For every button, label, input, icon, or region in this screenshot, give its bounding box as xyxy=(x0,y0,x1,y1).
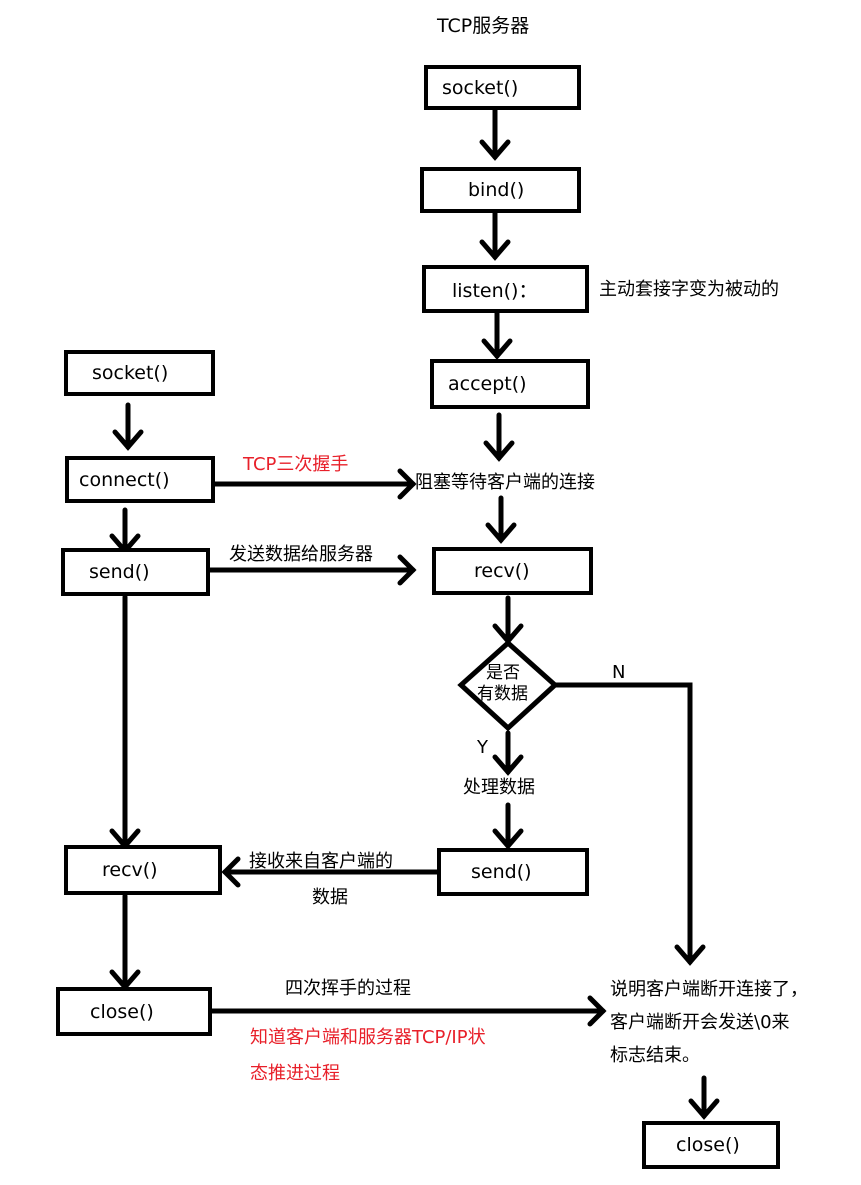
arrow-handshake xyxy=(211,468,417,500)
arrow-connect-to-send xyxy=(109,507,141,555)
receive-data-line1: 接收来自客户端的 xyxy=(249,851,393,872)
arrow-wait-to-recv xyxy=(485,495,517,544)
server-socket-label: socket() xyxy=(442,76,519,99)
client-recv-label: recv() xyxy=(102,859,158,881)
state-note-line2: 态推进过程 xyxy=(250,1063,340,1084)
client-connect-label: connect() xyxy=(79,468,170,491)
decision-diamond xyxy=(457,639,559,732)
disconnect-note-line1: 说明客户端断开连接了， xyxy=(610,979,808,1000)
client-close-label: close() xyxy=(90,1000,154,1023)
decision-yes-label: Y xyxy=(477,737,488,758)
server-send-box: send() xyxy=(437,848,589,896)
arrow-socket-to-bind xyxy=(479,107,511,161)
client-send-label: send() xyxy=(89,561,150,583)
arrow-receive-data xyxy=(221,856,440,888)
blocking-wait-label: 阻塞等待客户端的连接 xyxy=(415,472,595,493)
server-listen-box: listen()： xyxy=(422,265,589,313)
arrow-bind-to-listen xyxy=(479,210,511,261)
server-socket-box: socket() xyxy=(424,65,581,110)
arrow-recv-to-decision xyxy=(492,595,524,645)
send-data-label: 发送数据给服务器 xyxy=(229,544,373,565)
process-data-label: 处理数据 xyxy=(463,777,535,798)
disconnect-note-line2: 客户端断开会发送\0来 xyxy=(610,1012,790,1033)
arrow-process-to-send xyxy=(492,802,524,850)
server-bind-box: bind() xyxy=(420,167,581,213)
server-recv-box: recv() xyxy=(432,547,593,595)
arrow-note-to-close xyxy=(688,1075,720,1120)
diagram-title: TCP服务器 xyxy=(437,15,530,37)
server-listen-label: listen()： xyxy=(452,279,538,302)
client-connect-box: connect() xyxy=(65,456,215,503)
arrow-recv-to-close xyxy=(109,893,141,991)
four-wave-label: 四次挥手的过程 xyxy=(285,978,411,999)
arrow-accept-to-wait xyxy=(483,412,515,462)
server-close-box: close() xyxy=(642,1121,780,1169)
client-send-box: send() xyxy=(61,548,210,596)
listen-note: 主动套接字变为被动的 xyxy=(599,279,779,300)
arrow-send-data xyxy=(207,554,417,586)
server-send-label: send() xyxy=(471,861,532,883)
server-close-label: close() xyxy=(676,1134,740,1156)
client-close-box: close() xyxy=(56,987,212,1036)
state-note-line1: 知道客户端和服务器TCP/IP状 xyxy=(250,1027,486,1048)
arrow-client-socket-to-connect xyxy=(112,402,144,451)
client-recv-box: recv() xyxy=(64,845,222,895)
decision-line2: 有数据 xyxy=(477,684,528,704)
arrow-four-wave xyxy=(209,995,607,1027)
disconnect-note-line3: 标志结束。 xyxy=(610,1045,700,1066)
arrow-listen-to-accept xyxy=(481,310,513,360)
server-recv-label: recv() xyxy=(474,560,530,582)
handshake-label: TCP三次握手 xyxy=(243,454,349,475)
decision-no-label: N xyxy=(612,662,626,683)
arrow-yes-to-process xyxy=(492,730,524,776)
arrow-no-branch xyxy=(552,682,706,966)
server-accept-label: accept() xyxy=(448,373,527,395)
server-accept-box: accept() xyxy=(430,359,590,409)
client-socket-box: socket() xyxy=(64,350,215,396)
client-socket-label: socket() xyxy=(92,362,169,384)
decision-line1: 是否 xyxy=(486,663,520,683)
arrow-send-to-recv xyxy=(109,594,141,850)
server-bind-label: bind() xyxy=(468,179,525,201)
receive-data-line2: 数据 xyxy=(312,887,348,908)
